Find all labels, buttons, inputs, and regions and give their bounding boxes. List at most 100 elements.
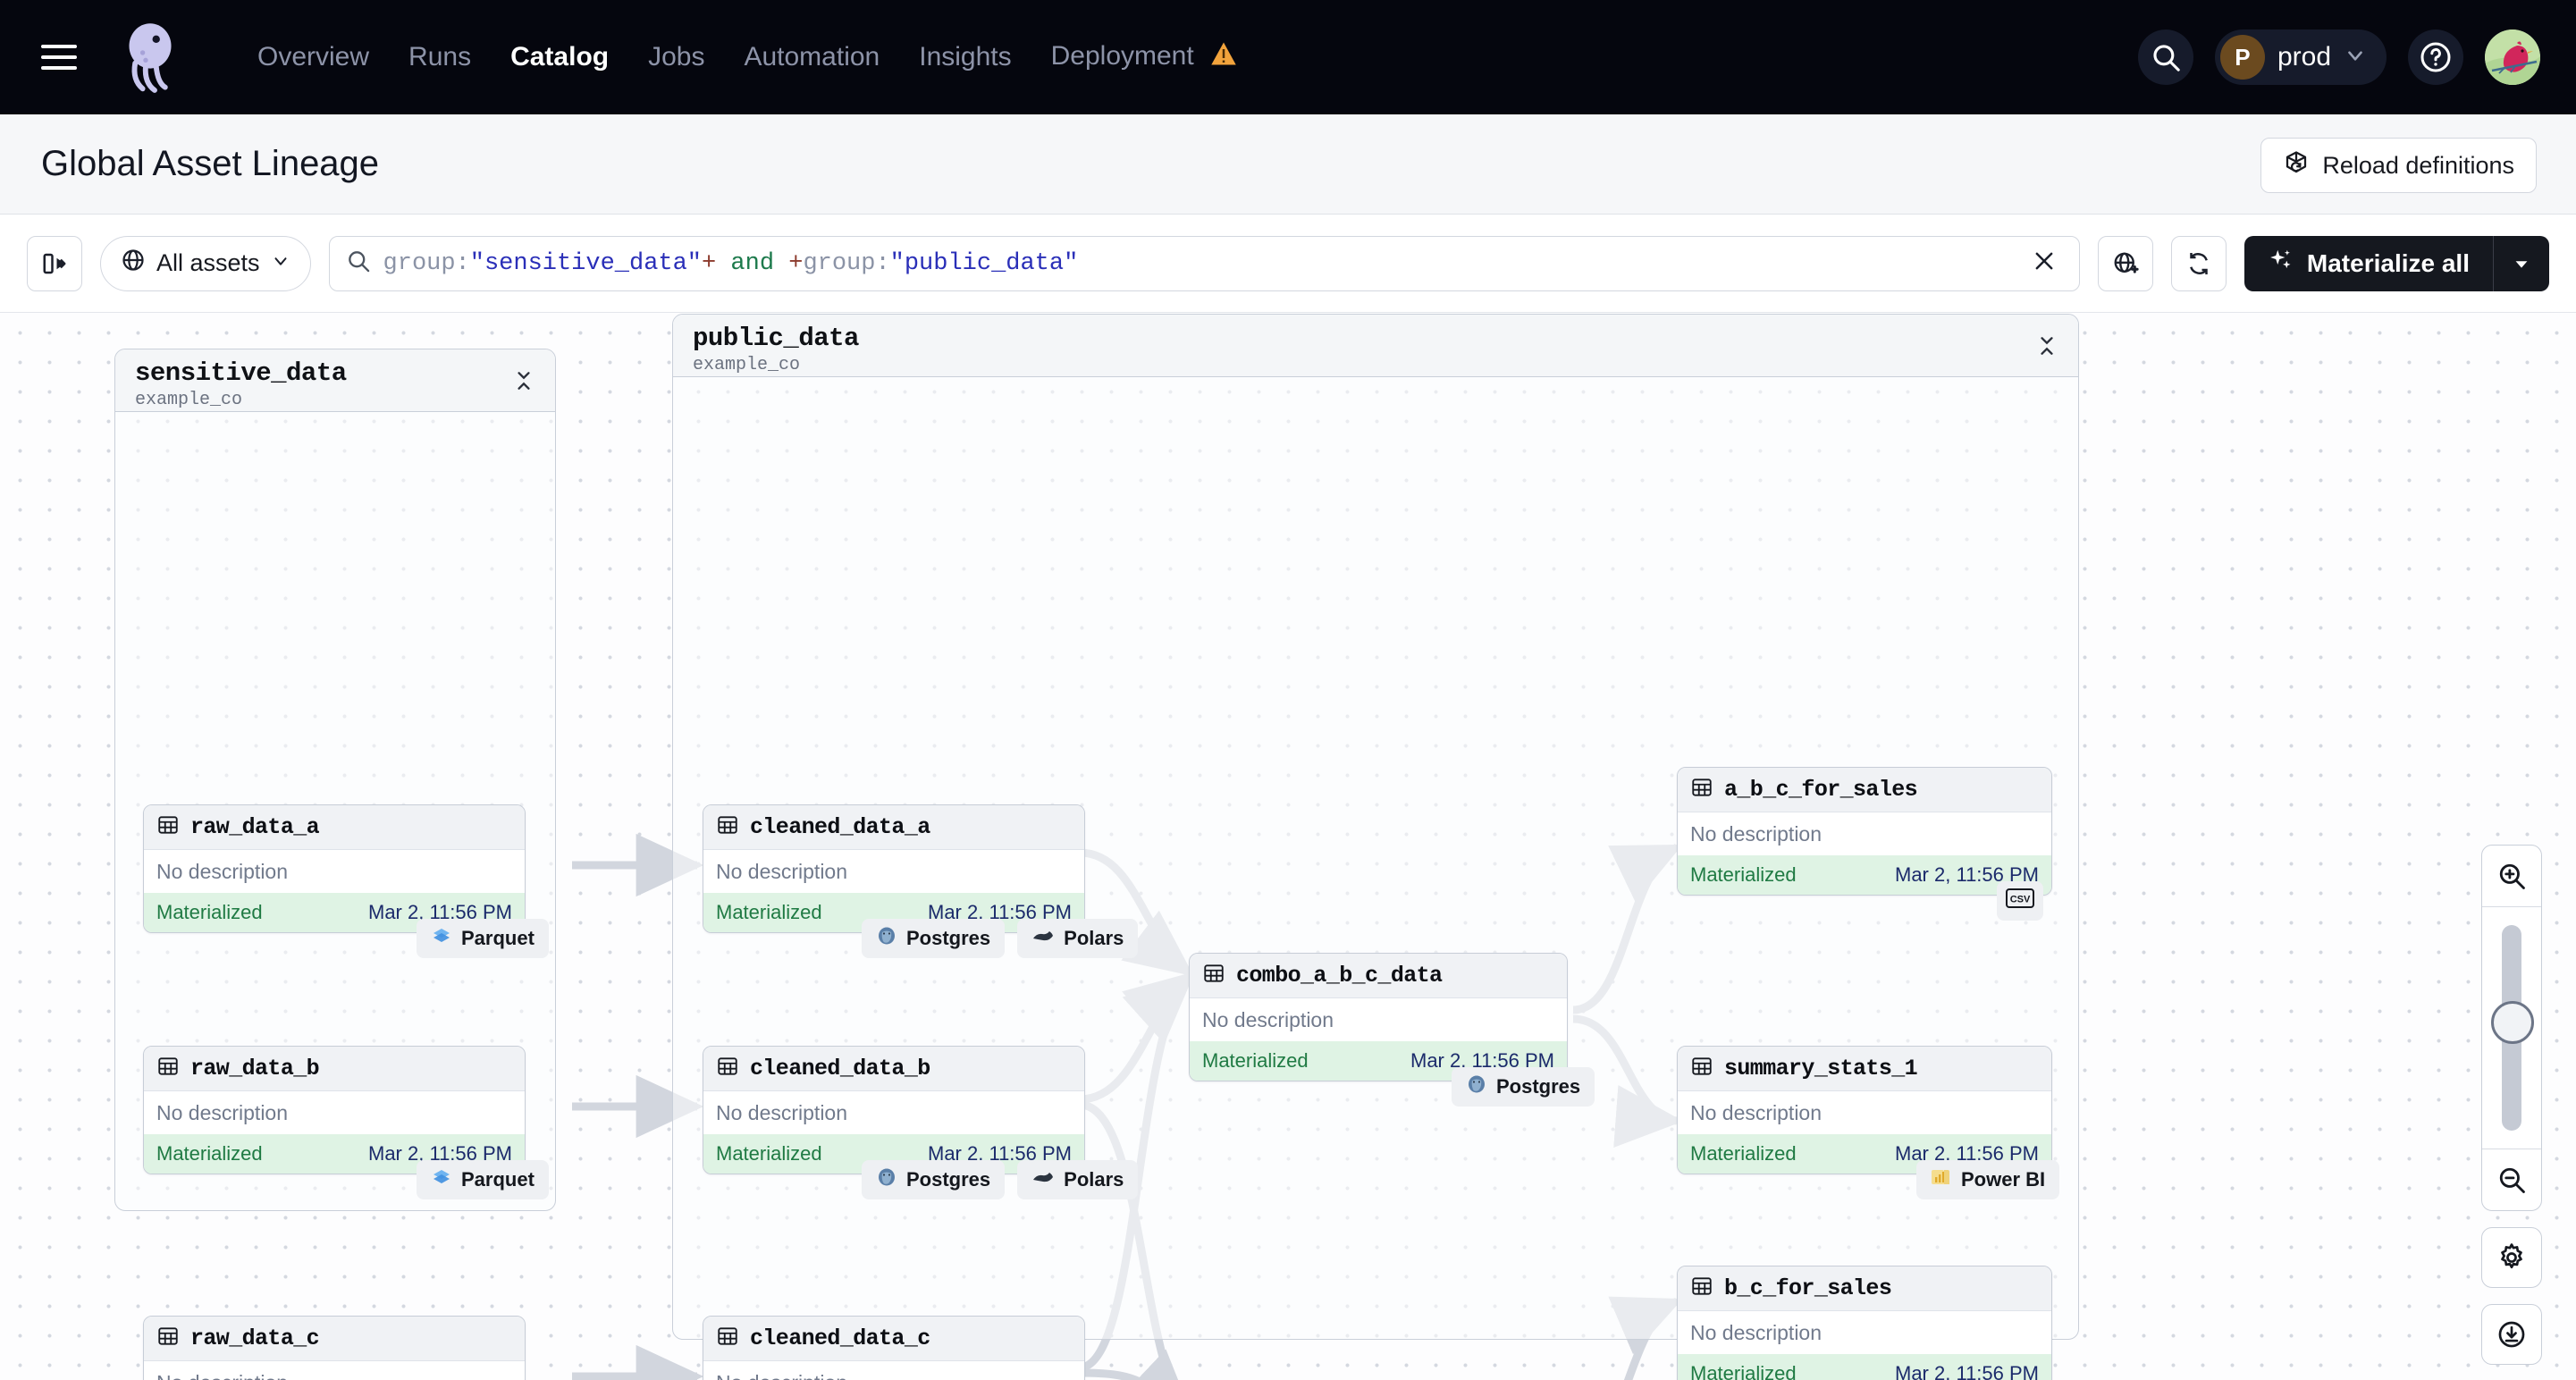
collapse-vertical-icon[interactable] [512, 369, 535, 397]
nav-link-insights[interactable]: Insights [919, 41, 1012, 72]
globe-icon [121, 248, 146, 279]
org-selector[interactable]: P prod [2214, 29, 2387, 85]
asset-node-name: raw_data_c [190, 1325, 320, 1351]
asset-status-label: Materialized [716, 1142, 822, 1165]
edge-cleaned-c-to-combo-bc [1079, 1354, 1194, 1380]
search-icon[interactable] [2137, 29, 2193, 85]
postgres-icon [876, 925, 897, 952]
collapse-vertical-icon[interactable] [2035, 334, 2058, 362]
reload-definitions-label: Reload definitions [2322, 151, 2514, 179]
chevron-down-icon [271, 249, 290, 277]
asset-status-timestamp: Mar 2, 11:56 PM [1895, 1362, 2039, 1380]
materialize-options-caret[interactable] [2494, 236, 2549, 291]
asset-node-header: a_b_c_for_sales [1678, 768, 2051, 812]
table-icon [156, 813, 180, 841]
asset-node-combo-a-b-c-data[interactable]: combo_a_b_c_data No description Material… [1189, 953, 1568, 1081]
nav-links: Overview Runs Catalog Jobs Automation In… [238, 34, 1257, 80]
reload-definitions-button[interactable]: Reload definitions [2260, 138, 2537, 193]
zoom-slider[interactable] [2482, 907, 2541, 1149]
materialize-all-main[interactable]: Materialize all [2244, 236, 2493, 291]
asset-tags-raw-data-a: Parquet [417, 919, 549, 958]
asset-tags-cleaned-data-a: Postgres Polars [862, 919, 1139, 958]
asset-node-raw-data-b[interactable]: raw_data_b No description Materialized M… [143, 1046, 526, 1174]
dagster-logo[interactable] [113, 20, 188, 95]
nav-link-deployment[interactable]: Deployment [1031, 34, 1257, 80]
asset-node-b-c-for-sales[interactable]: b_c_for_sales No description Materialize… [1677, 1266, 2052, 1380]
tag-label: Polars [1064, 1168, 1124, 1191]
tag-parquet[interactable]: Parquet [417, 1160, 549, 1199]
asset-node-header: cleaned_data_b [703, 1047, 1084, 1091]
tag-polars[interactable]: Polars [1017, 919, 1139, 958]
hamburger-icon[interactable] [41, 45, 77, 70]
tag-power-bi[interactable]: Power BI [1916, 1160, 2060, 1199]
zoom-in-icon[interactable] [2482, 846, 2541, 906]
asset-node-header: b_c_for_sales [1678, 1266, 2051, 1311]
nav-link-jobs[interactable]: Jobs [648, 41, 705, 72]
query-token-key-1: group: [383, 249, 470, 277]
query-token-string-1: "sensitive_data" [469, 249, 703, 277]
close-x-icon[interactable] [2025, 248, 2063, 279]
tag-label: Polars [1064, 927, 1124, 949]
materialize-divider [2493, 235, 2494, 291]
asset-node-cleaned-data-c[interactable]: cleaned_data_c No description Materializ… [703, 1316, 1085, 1380]
tag-postgres[interactable]: Postgres [1452, 1067, 1595, 1107]
asset-node-raw-data-a[interactable]: raw_data_a No description Materialized M… [143, 804, 526, 933]
panel-expand-icon[interactable] [27, 235, 82, 291]
asset-tags-summary-stats-1: Power BI [1916, 1160, 2060, 1199]
group-subtitle: example_co [135, 390, 243, 410]
asset-filter-dropdown[interactable]: All assets [100, 235, 311, 291]
query-token-and: and [716, 249, 789, 277]
nav-link-overview[interactable]: Overview [257, 41, 370, 72]
asset-filter-label: All assets [156, 249, 260, 276]
reload-cube-icon [2283, 149, 2310, 182]
nav-link-catalog[interactable]: Catalog [510, 41, 610, 72]
page-title: Global Asset Lineage [41, 144, 380, 183]
refresh-icon[interactable] [2170, 235, 2227, 291]
globe-plus-icon[interactable] [2097, 235, 2153, 291]
csv-icon: CSV [2006, 888, 2034, 913]
asset-node-raw-data-c[interactable]: raw_data_c No description Materialized M… [143, 1316, 526, 1380]
asset-node-cleaned-data-a[interactable]: cleaned_data_a No description Materializ… [703, 804, 1085, 933]
tag-postgres[interactable]: Postgres [862, 919, 1006, 958]
asset-node-cleaned-data-b[interactable]: cleaned_data_b No description Materializ… [703, 1046, 1085, 1174]
asset-status-label: Materialized [1690, 863, 1797, 886]
group-header-sensitive-data: sensitive_data example_co [115, 349, 555, 412]
asset-node-description: No description [1678, 1311, 2051, 1354]
asset-node-a-b-c-for-sales[interactable]: a_b_c_for_sales No description Materiali… [1677, 767, 2052, 896]
caret-down-icon [2515, 260, 2528, 268]
asset-node-status: Materialized Mar 2, 11:56 PM [1678, 855, 2051, 895]
tag-postgres[interactable]: Postgres [862, 1160, 1006, 1199]
tag-label: Postgres [906, 927, 991, 949]
tag-parquet[interactable]: Parquet [417, 919, 549, 958]
asset-node-description: No description [144, 850, 525, 893]
query-token-plus-2: + [788, 249, 804, 277]
nav-link-automation[interactable]: Automation [744, 41, 880, 72]
asset-node-summary-stats-1[interactable]: summary_stats_1 No description Materiali… [1677, 1046, 2052, 1174]
lineage-canvas[interactable]: sensitive_data example_co raw_data_a No … [0, 313, 2576, 1380]
fit-to-screen-icon[interactable] [2481, 1304, 2542, 1365]
asset-node-name: raw_data_a [190, 814, 320, 840]
chevron-down-icon [2344, 44, 2367, 72]
tag-csv[interactable]: CSV [1997, 881, 2043, 921]
search-query-value: group:"sensitive_data"+ and +group:"publ… [383, 250, 1079, 277]
materialize-all-button[interactable]: Materialize all [2243, 235, 2549, 291]
sparkle-icon [2268, 247, 2294, 280]
lineage-search-bar[interactable]: group:"sensitive_data"+ and +group:"publ… [328, 235, 2080, 291]
powerbi-icon [1931, 1166, 1952, 1193]
nav-right-actions: P prod [2137, 0, 2540, 114]
tag-polars[interactable]: Polars [1017, 1160, 1139, 1199]
asset-node-description: No description [703, 1091, 1084, 1134]
asset-node-status: Materialized Mar 2, 11:56 PM [1678, 1354, 2051, 1380]
gear-icon[interactable] [2481, 1227, 2542, 1288]
user-avatar[interactable] [2485, 29, 2540, 85]
table-icon [1690, 1275, 1713, 1302]
asset-node-name: cleaned_data_a [750, 814, 930, 840]
zoom-slider-thumb[interactable] [2491, 1001, 2534, 1044]
polars-icon [1031, 927, 1055, 950]
tag-label: Postgres [1496, 1075, 1581, 1098]
asset-node-header: raw_data_c [144, 1317, 525, 1361]
tag-label: Parquet [461, 927, 535, 949]
question-mark-icon[interactable] [2408, 29, 2463, 85]
zoom-out-icon[interactable] [2482, 1149, 2541, 1210]
nav-link-runs[interactable]: Runs [408, 41, 472, 72]
